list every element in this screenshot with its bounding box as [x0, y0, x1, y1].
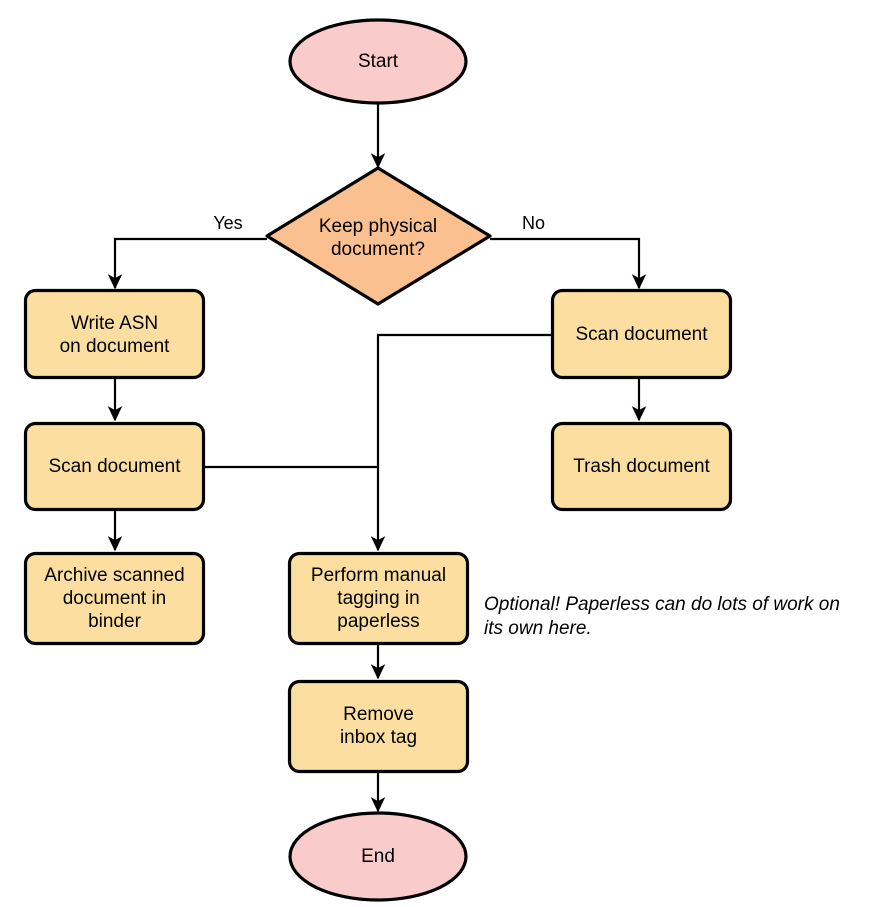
node-trash-document-label: Trash document	[573, 456, 710, 477]
node-manual-tagging-label-line1: Perform manual	[311, 565, 446, 586]
node-manual-tagging[interactable]: Perform manual tagging in paperless	[287, 551, 470, 646]
node-archive-binder-label-line3: binder	[88, 611, 141, 632]
node-archive-binder-label-line1: Archive scanned	[44, 565, 184, 586]
annotation-line1: Optional! Paperless can do lots of work …	[484, 594, 840, 615]
node-write-asn-label-line1: Write ASN	[71, 313, 158, 334]
node-remove-inbox-tag-label-line2: inbox tag	[340, 727, 417, 748]
node-decision-label-line2: document?	[331, 239, 425, 260]
node-write-asn[interactable]: Write ASN on document	[23, 288, 206, 380]
annotation-line2: its own here.	[484, 618, 592, 639]
node-archive-binder-label-line2: document in	[63, 588, 167, 609]
node-decision-keep-physical-document[interactable]: Keep physical document?	[265, 166, 492, 306]
node-end[interactable]: End	[288, 811, 468, 902]
node-remove-inbox-tag[interactable]: Remove inbox tag	[287, 679, 470, 774]
node-start[interactable]: Start	[288, 18, 468, 105]
node-manual-tagging-label-line3: paperless	[337, 611, 419, 632]
node-scan-document-left[interactable]: Scan document	[23, 421, 206, 512]
edge-decision-no-to-scan-right	[490, 237, 647, 290]
node-start-label: Start	[358, 51, 399, 72]
node-scan-document-right-label: Scan document	[575, 324, 708, 345]
node-manual-tagging-label-line2: tagging in	[337, 588, 419, 609]
node-decision-label-line1: Keep physical	[319, 216, 437, 237]
node-scan-document-left-label: Scan document	[48, 456, 181, 477]
node-write-asn-label-line2: on document	[60, 336, 171, 357]
node-end-label: End	[361, 846, 395, 867]
edge-decision-yes-to-write-asn	[107, 237, 267, 290]
node-scan-document-right[interactable]: Scan document	[550, 288, 733, 380]
node-remove-inbox-tag-label-line1: Remove	[343, 704, 414, 725]
node-trash-document[interactable]: Trash document	[550, 421, 733, 512]
node-archive-binder[interactable]: Archive scanned document in binder	[23, 551, 206, 646]
edge-label-yes: Yes	[213, 213, 242, 233]
edge-scan-right-to-tagging	[370, 333, 552, 552]
edge-label-no: No	[522, 213, 545, 233]
